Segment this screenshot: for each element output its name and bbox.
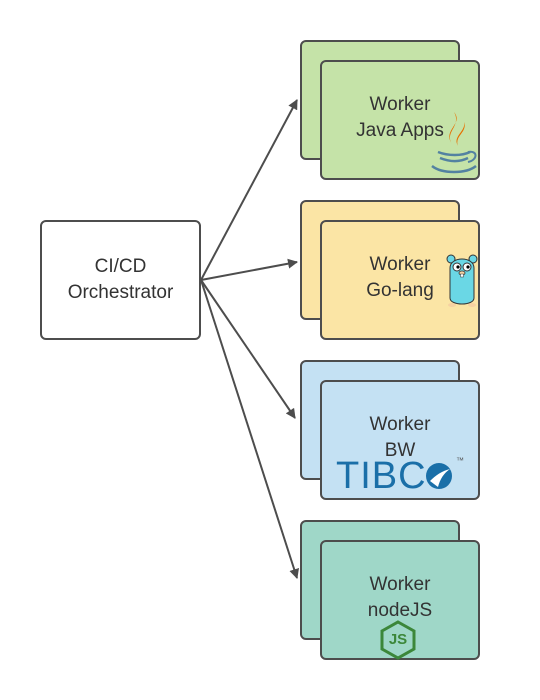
arrow-to-nodejs-worker <box>200 279 299 579</box>
nodejs-worker-label-line1: Worker <box>369 574 431 595</box>
tibco-logo-icon: TIBC ™ <box>336 456 472 496</box>
bw-worker-box: Worker BW <box>320 380 480 500</box>
nodejs-logo-icon: JS <box>378 620 418 660</box>
java-worker-label-line1: Worker <box>369 94 431 115</box>
java-worker-label-line2: Java Apps <box>356 120 444 141</box>
tibco-trademark: ™ <box>456 456 464 465</box>
gopher-logo-icon <box>446 254 478 307</box>
go-worker-label-line2: Go-lang <box>366 280 434 301</box>
bw-worker-label-line1: Worker <box>369 414 431 435</box>
orchestrator-label-line2: Orchestrator <box>67 282 174 303</box>
arrow-to-go-worker <box>200 258 298 281</box>
arrow-to-java-worker <box>200 99 298 281</box>
tibco-logo-text: TIBC <box>336 455 427 497</box>
nodejs-logo-text: JS <box>388 631 408 648</box>
nodejs-worker-box: Worker nodeJS <box>320 540 480 660</box>
arrow-to-bw-worker <box>200 279 296 419</box>
bw-worker-label-line2: BW <box>384 440 416 461</box>
orchestrator-box: CI/CD Orchestrator <box>40 220 201 340</box>
tibco-swirl-icon <box>426 463 452 489</box>
go-worker-label-line1: Worker <box>369 254 431 275</box>
java-logo-icon <box>431 112 477 174</box>
orchestrator-label-line1: CI/CD <box>94 256 147 277</box>
nodejs-worker-label-line2: nodeJS <box>367 600 433 621</box>
